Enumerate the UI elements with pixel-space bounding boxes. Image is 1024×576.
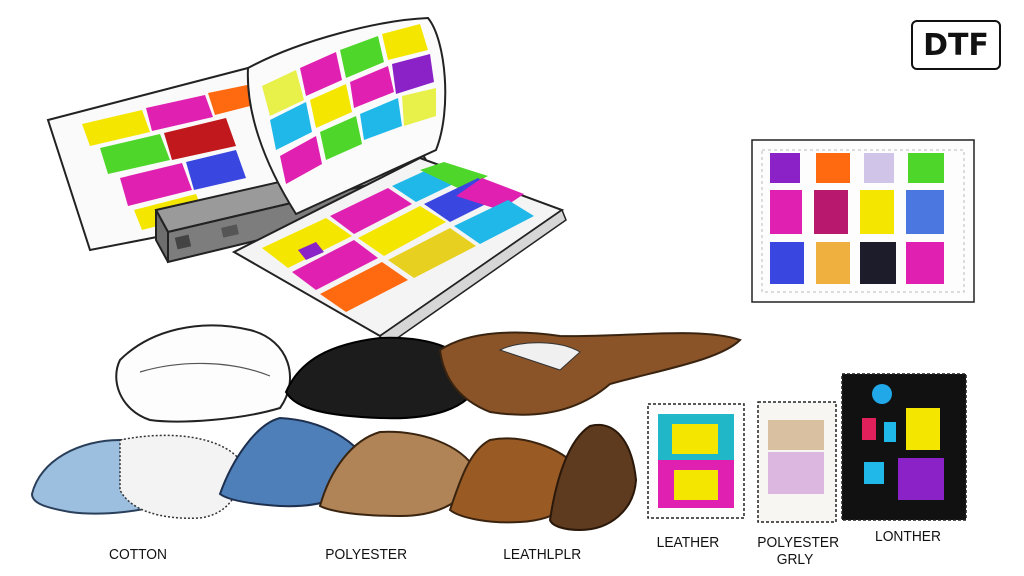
tray-sheet-prints	[262, 162, 534, 312]
dtf-printer-illustration	[46, 16, 567, 348]
label-leather-3: LONTHER	[875, 528, 941, 545]
folded-fabric-icon	[30, 324, 742, 532]
transfer-sheet-icon	[751, 139, 975, 303]
label-cotton: COTTON	[108, 546, 168, 563]
left-sheet-prints	[82, 84, 258, 230]
stamp-swatch-icon	[647, 373, 967, 523]
curling-sheet-prints	[262, 24, 436, 184]
label-leather-1: LEATHLPLR	[503, 546, 582, 563]
label-polyester: POLYESTER	[325, 546, 408, 563]
label-polyester-gray: POLYESTER GRLY	[757, 534, 840, 568]
dtf-badge: DTF	[911, 20, 1001, 70]
label-leather-2: LEATHER	[656, 534, 720, 551]
